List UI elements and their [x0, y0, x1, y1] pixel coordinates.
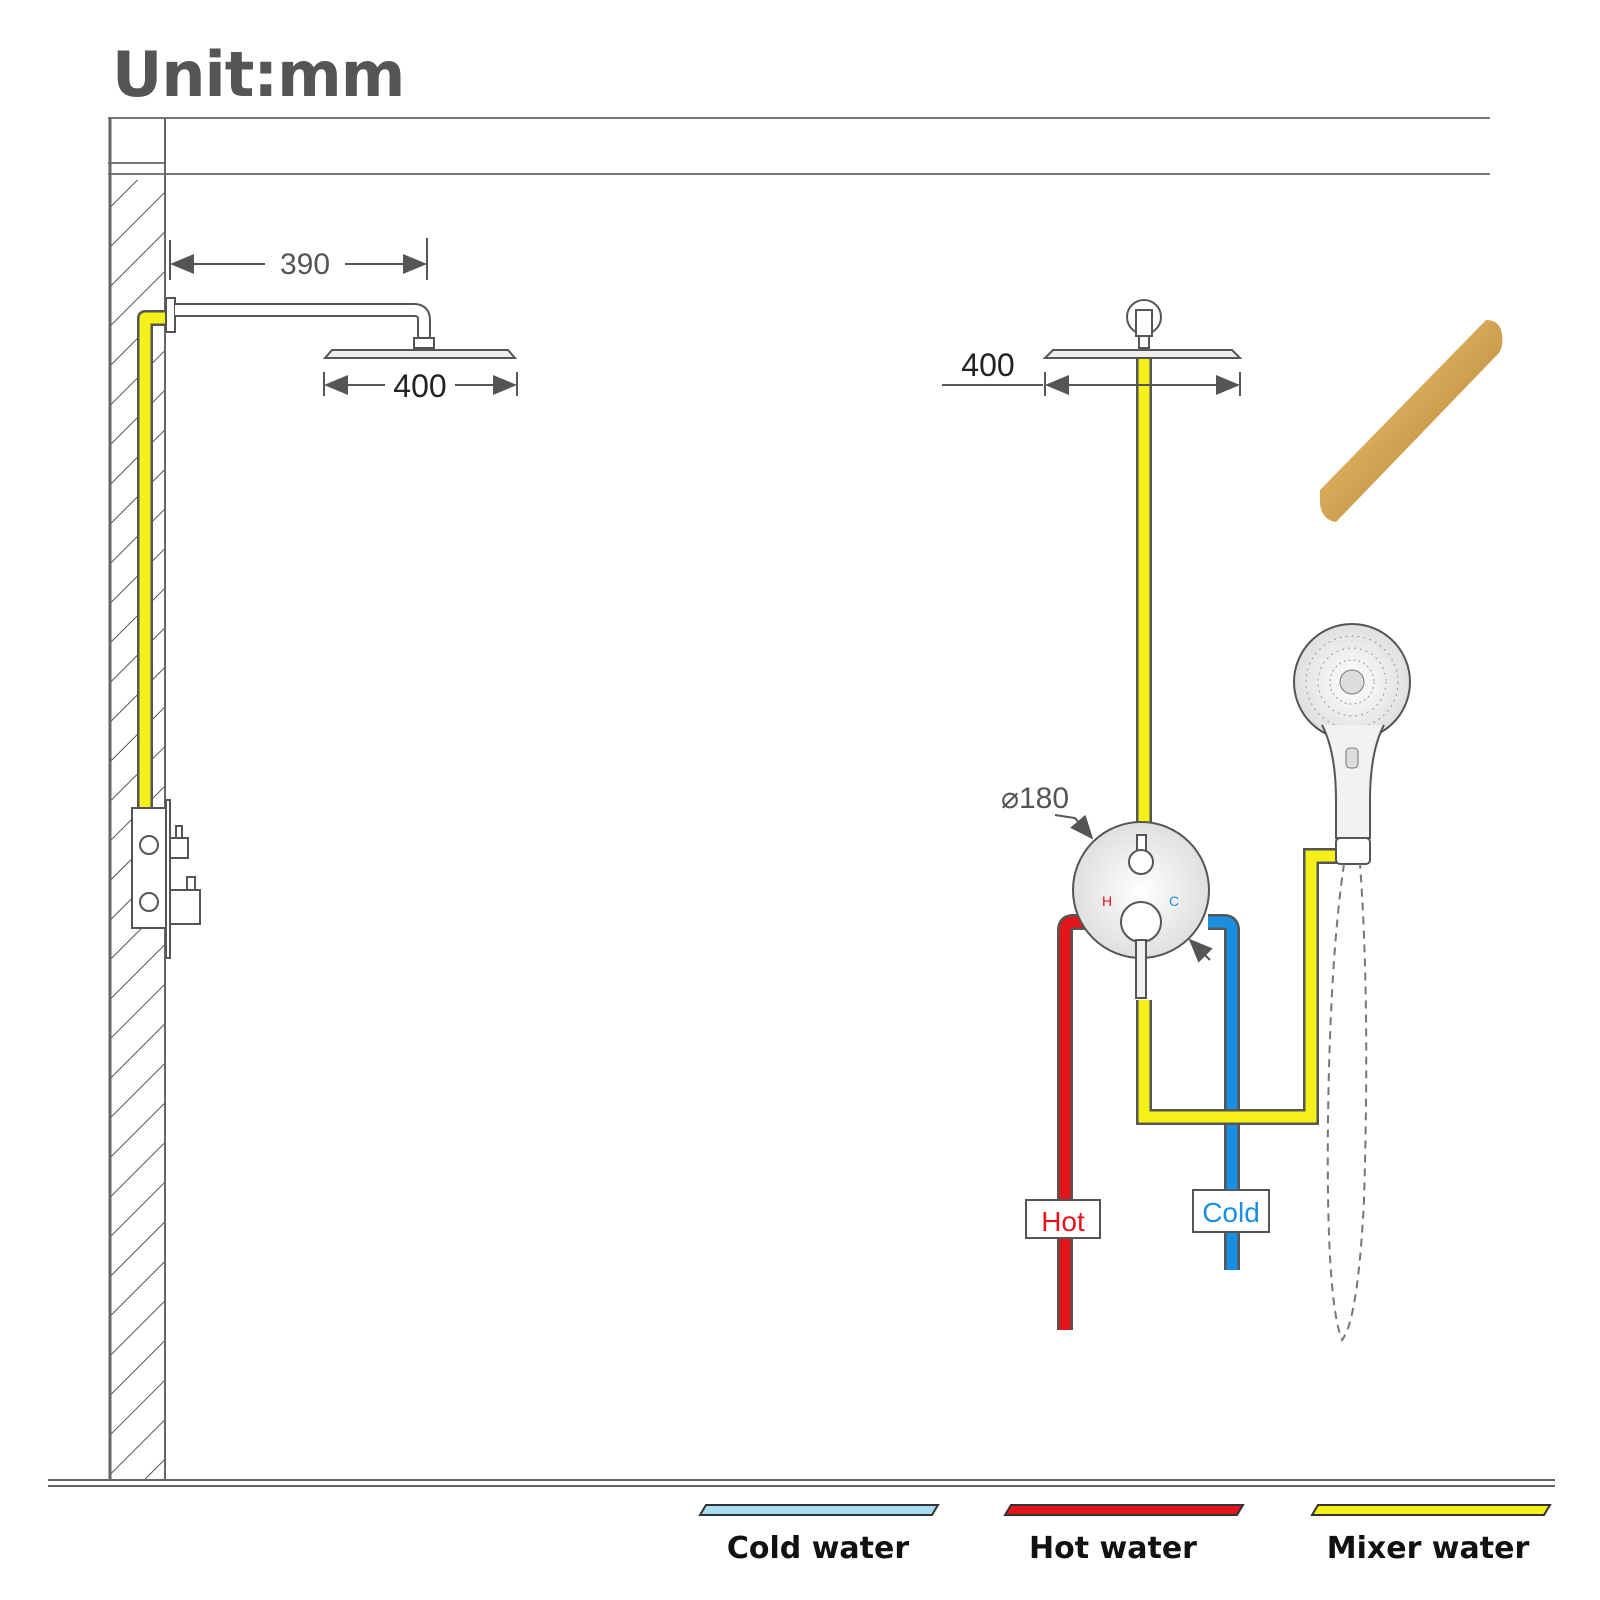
- legend-swatch-hot: [1003, 1504, 1245, 1516]
- legend: Cold water Hot water Mixer water: [698, 1504, 1552, 1566]
- dim-head-width-front: 400: [961, 347, 1014, 383]
- legend-swatch-cold: [698, 1504, 940, 1516]
- svg-text:Hot: Hot: [1041, 1206, 1085, 1237]
- hot-mark: H: [1102, 893, 1112, 909]
- ceiling: [108, 117, 1490, 175]
- front-view: 400 ⌀180 H C Hot Co: [942, 299, 1503, 1342]
- front-shower-head: [1042, 299, 1243, 359]
- legend-hot: Hot water: [1003, 1504, 1245, 1566]
- dim-arm-length: 390: [280, 248, 330, 281]
- legend-mixer: Mixer water: [1310, 1504, 1552, 1566]
- unit-title: Unit:mm: [112, 38, 405, 111]
- mixer-handle: [1120, 901, 1162, 943]
- front-mixer-pipe-handheld: [1138, 850, 1346, 1123]
- dim-head-width-side: 400: [393, 368, 446, 404]
- cold-mark: C: [1169, 893, 1179, 909]
- side-view: 390 400: [131, 238, 518, 959]
- svg-text:Cold: Cold: [1202, 1197, 1260, 1228]
- legend-label-hot: Hot water: [1029, 1531, 1197, 1566]
- side-valve-body: [131, 799, 201, 959]
- cold-supply-pipe: [1208, 916, 1238, 1270]
- floor: [48, 1479, 1555, 1487]
- arm-flange: [165, 297, 176, 333]
- hot-supply-pipe: [1059, 916, 1085, 1330]
- side-mixer-pipe: [139, 312, 170, 808]
- legend-swatch-mixer: [1310, 1504, 1552, 1516]
- cold-pipe-tag: Cold: [1192, 1189, 1270, 1233]
- side-shower-head: [322, 349, 518, 359]
- legend-cold: Cold water: [698, 1504, 940, 1566]
- legend-label-cold: Cold water: [727, 1531, 909, 1566]
- hot-pipe-tag: Hot: [1025, 1199, 1101, 1239]
- shower-arm: [175, 305, 429, 342]
- mixer-valve: H C: [1072, 821, 1210, 999]
- dim-valve-diameter: ⌀180: [1001, 782, 1069, 815]
- legend-label-mixer: Mixer water: [1327, 1531, 1530, 1566]
- hand-shower: [1293, 623, 1411, 1342]
- brass-finish-swatch: [1320, 320, 1503, 522]
